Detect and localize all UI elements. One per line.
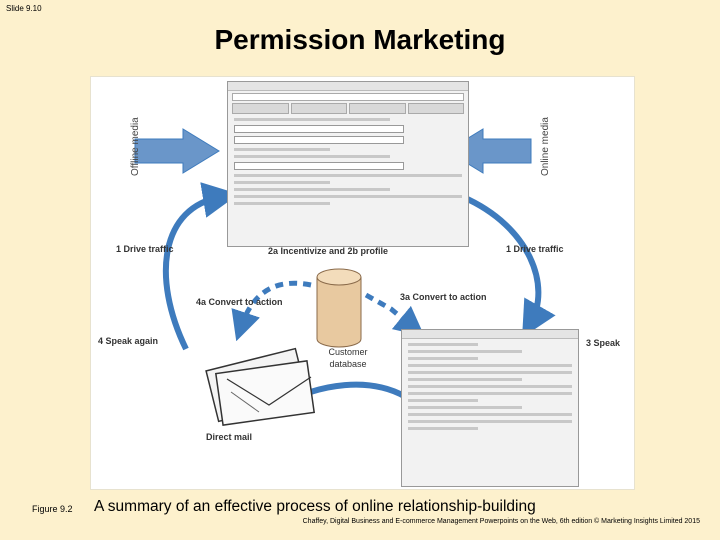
email-screenshot bbox=[401, 329, 579, 487]
label-direct-mail: Direct mail bbox=[206, 432, 252, 442]
slide-title: Permission Marketing bbox=[0, 24, 720, 56]
label-incentivize: 2a Incentivize and 2b profile bbox=[268, 246, 388, 256]
figure-label: Figure 9.2 bbox=[32, 504, 73, 514]
label-customer-database-2: database bbox=[308, 359, 388, 370]
website-screenshot bbox=[227, 81, 469, 247]
slide-number: Slide 9.10 bbox=[6, 4, 42, 13]
label-speak-again: 4 Speak again bbox=[98, 336, 158, 346]
customer-database-cylinder bbox=[317, 269, 361, 347]
label-convert-left: 4a Convert to action bbox=[196, 297, 283, 307]
label-speak: 3 Speak bbox=[586, 338, 620, 348]
figure-caption: A summary of an effective process of onl… bbox=[94, 498, 536, 516]
credit-line: Chaffey, Digital Business and E-commerce… bbox=[303, 518, 700, 525]
label-drive-traffic-right: 1 Drive traffic bbox=[506, 244, 564, 254]
offline-media-arrow bbox=[135, 129, 219, 173]
label-drive-traffic-left: 1 Drive traffic bbox=[116, 244, 174, 254]
label-offline-media: Offline media bbox=[130, 116, 141, 176]
drive-traffic-right-arrow bbox=[463, 197, 538, 322]
label-customer-database-1: Customer bbox=[308, 347, 388, 358]
figure-panel bbox=[90, 76, 635, 490]
drive-traffic-left-arrow bbox=[166, 197, 221, 349]
label-online-media: Online media bbox=[540, 116, 551, 176]
direct-mail-envelopes bbox=[206, 349, 314, 426]
label-convert-right: 3a Convert to action bbox=[400, 292, 487, 302]
